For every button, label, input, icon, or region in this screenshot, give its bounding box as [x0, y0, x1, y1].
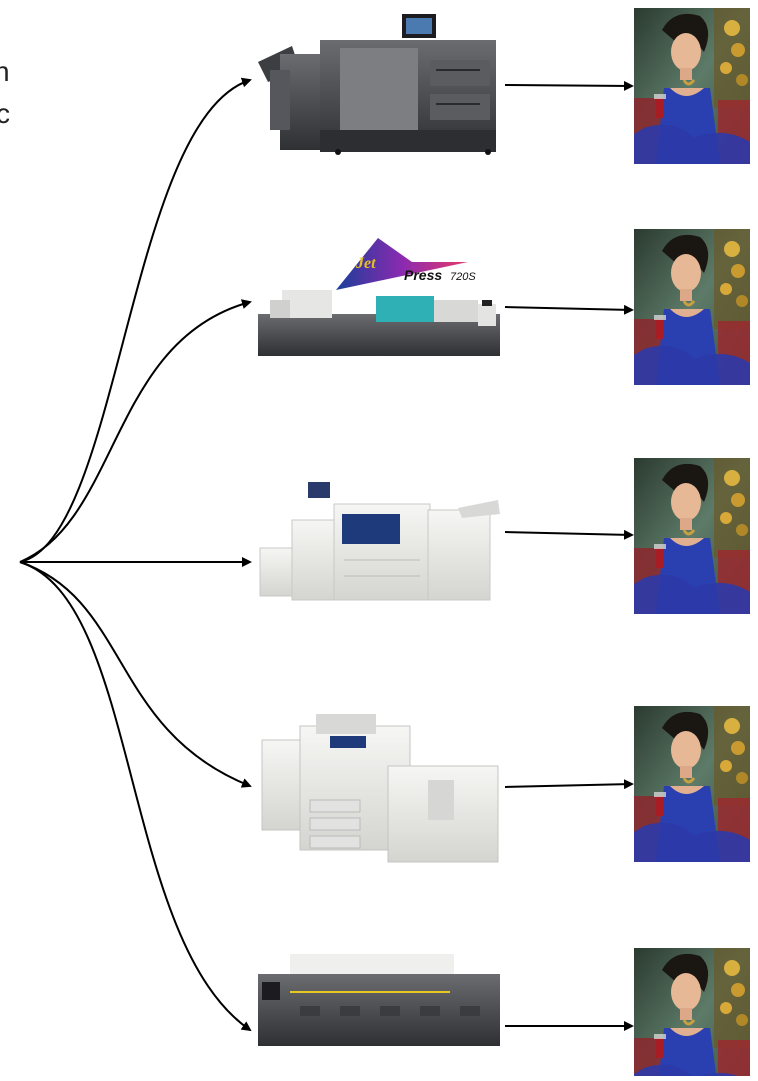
arrow-output-2	[505, 307, 632, 310]
arrow-output-4	[505, 784, 632, 787]
arrow-to-device-2	[20, 302, 250, 562]
jetpress-logo-press: Press	[404, 267, 442, 283]
arrow-to-device-5	[20, 562, 250, 1030]
arrow-to-device-1	[20, 80, 250, 562]
jetpress-logo-jet: Jet	[355, 255, 376, 272]
device-white-production-printer	[262, 714, 498, 862]
arrow-output-1	[505, 85, 632, 86]
arrow-output-3	[505, 532, 632, 535]
cropped-text-line-2: c	[0, 100, 10, 128]
arrow-to-device-4	[20, 562, 250, 786]
device-konica-minolta-press	[258, 14, 496, 155]
output-arrows	[505, 85, 632, 1026]
output-photo-4	[634, 706, 750, 862]
output-photo-5	[634, 948, 750, 1076]
fanout-arrows	[20, 80, 250, 1030]
output-photo-2	[634, 229, 750, 385]
output-photo-3	[634, 458, 750, 614]
jetpress-logo-model: 720S	[450, 271, 476, 283]
cropped-text-line-1: n	[0, 58, 10, 86]
output-photo-1	[634, 8, 750, 164]
device-xerox-press	[260, 482, 500, 600]
device-fujifilm-jet-press: Jet Press 720S	[258, 238, 500, 356]
device-inkjet-production-press	[258, 954, 500, 1046]
